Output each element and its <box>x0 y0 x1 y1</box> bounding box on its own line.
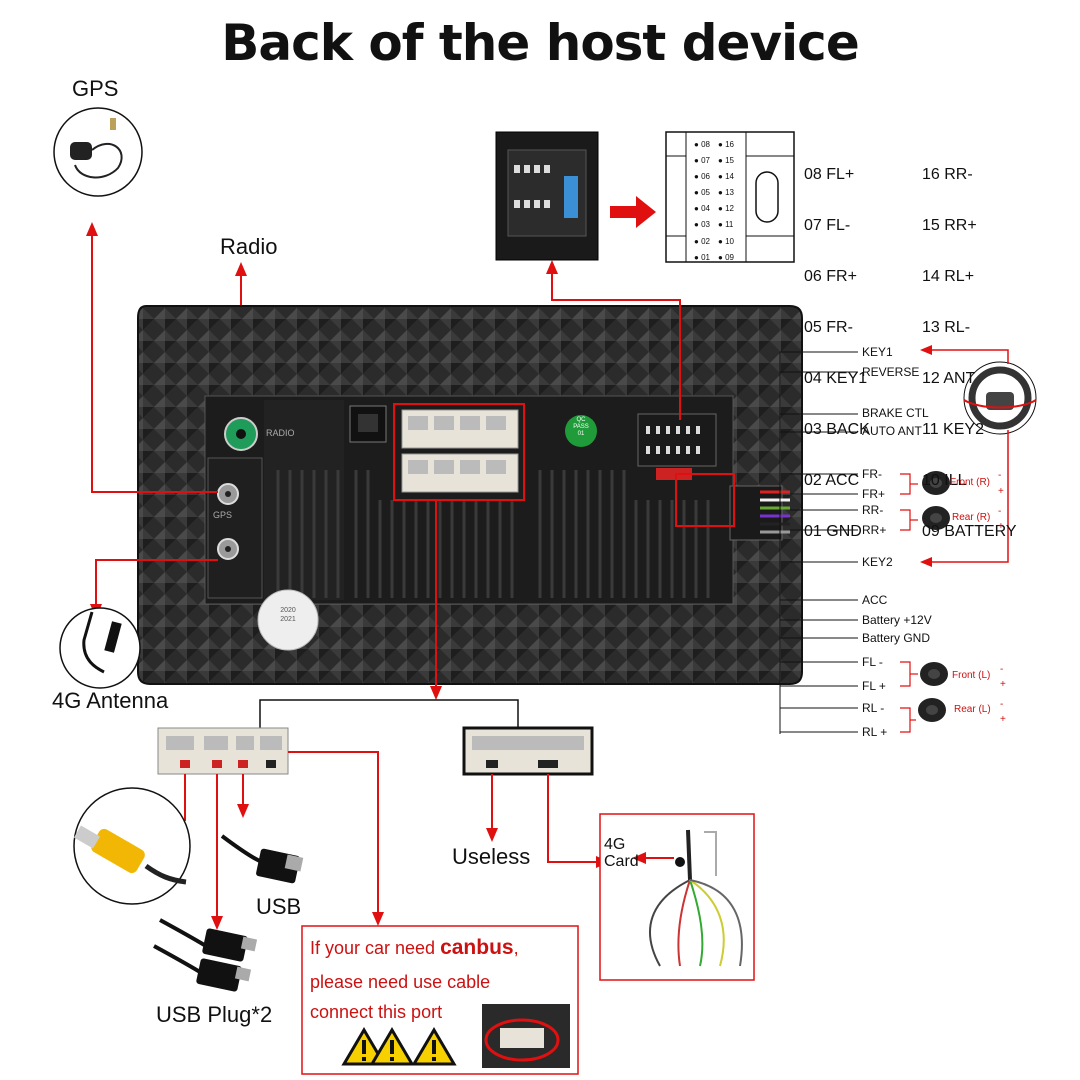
wire-rl-minus: RL - <box>862 701 885 715</box>
usb-plug-label: USB Plug*2 <box>156 1002 273 1027</box>
head-unit-chassis <box>137 305 803 685</box>
warning-icon-2 <box>369 1027 415 1066</box>
polarity-minus: - <box>998 506 1002 517</box>
wire-fl-plus: FL + <box>862 679 886 693</box>
canbus-note-box <box>301 925 579 1075</box>
pin-list-left: 08 FL+ 07 FL- 06 FR+ 05 FR- 04 KEY1 03 B… <box>804 132 870 557</box>
pin-item: 07 FL- <box>804 217 851 234</box>
wire-auto-ant: AUTO ANT <box>862 424 922 438</box>
canbus-note-line1: If your car need canbus, <box>310 936 519 959</box>
4g-antenna-illustration <box>59 607 141 689</box>
wire-brake-ctl: BRAKE CTL <box>862 406 929 420</box>
wire-battery-gnd: Battery GND <box>862 631 931 645</box>
radio-port-label: RADIO <box>266 428 295 438</box>
canbus-note-line3: connect this port <box>310 1002 443 1022</box>
pin-item: 03 BACK <box>804 421 870 438</box>
usb-plug-illustration <box>153 918 258 992</box>
wire-key1: KEY1 <box>862 345 893 359</box>
speaker-rear-r-label: Rear (R) <box>952 512 991 523</box>
canbus-note-line2: please need use cable <box>310 972 491 992</box>
wire-acc: ACC <box>862 593 888 607</box>
warning-icon-1 <box>341 1027 387 1066</box>
wire-fl-minus: FL - <box>862 655 883 669</box>
speaker-rear-l <box>918 698 946 722</box>
polarity-minus: - <box>1000 664 1004 675</box>
polarity-plus: + <box>1000 679 1006 690</box>
wire-fr-plus: FR+ <box>862 487 886 501</box>
wire-rl-plus: RL + <box>862 725 888 739</box>
steering-wheel-illustration <box>963 361 1037 435</box>
gps-label: GPS <box>72 76 119 101</box>
speaker-rear-r <box>922 506 950 530</box>
wire-rr-plus: RR+ <box>862 523 887 537</box>
left-bottom-connector <box>157 727 289 775</box>
useless-label: Useless <box>452 844 531 869</box>
warning-icon-3 <box>411 1027 457 1066</box>
wire-fr-minus: FR- <box>862 467 882 481</box>
speaker-rear-l-label: Rear (L) <box>954 704 991 715</box>
pin-list-right: 16 RR- 15 RR+ 14 RL+ 13 RL- 12 ANT 11 KE… <box>922 132 1017 557</box>
pin-item: 10 ILL <box>922 472 967 489</box>
pin-item: 02 ACC <box>804 472 860 489</box>
polarity-plus: + <box>998 486 1004 497</box>
gps-port-label: GPS <box>213 510 233 520</box>
wire-key2: KEY2 <box>862 555 893 569</box>
usb-cable-illustration <box>220 834 304 884</box>
pin-item: 08 FL+ <box>804 166 855 183</box>
4g-card-cable-box <box>599 813 755 981</box>
4g-antenna-label: 4G Antenna <box>52 688 169 713</box>
gps-antenna-illustration <box>53 107 143 197</box>
radio-label: Radio <box>220 234 278 259</box>
pinout-diagram <box>665 131 795 263</box>
right-bottom-connector <box>462 726 594 776</box>
pinout-numbers-left: ● 08 ● 07 ● 06 ● 05 ● 04 ● 03 ● 02 ● 01 <box>694 140 710 262</box>
pin-item: 01 GND <box>804 523 862 540</box>
wire-reverse: REVERSE <box>862 365 920 379</box>
pin-item: 16 RR- <box>922 166 973 183</box>
4g-card-label: 4G Card <box>604 836 639 870</box>
pin-item: 15 RR+ <box>922 217 977 234</box>
polarity-minus: - <box>998 470 1002 481</box>
pin-item: 11 KEY2 <box>922 421 984 438</box>
speaker-front-l-label: Front (L) <box>952 670 991 681</box>
qc-sticker: QC PASS 01 <box>573 417 589 437</box>
polarity-plus: + <box>1000 714 1006 725</box>
wire-battery-12v: Battery +12V <box>862 613 932 627</box>
polarity-plus: + <box>998 521 1004 532</box>
pin-item: 05 FR- <box>804 319 853 336</box>
harness-wire-lines <box>779 351 858 734</box>
speaker-front-l <box>920 662 948 686</box>
page-title: Back of the host device <box>221 14 859 72</box>
wire-rr-minus: RR- <box>862 503 884 517</box>
polarity-minus: - <box>1000 699 1004 710</box>
usb-label: USB <box>256 894 302 919</box>
pin-item: 14 RL+ <box>922 268 975 285</box>
pin-item: 09 BATTERY <box>922 523 1017 540</box>
speaker-front-r-label: Front (R) <box>950 477 990 488</box>
pin-item: 04 KEY1 <box>804 370 868 387</box>
speaker-front-r <box>922 471 950 495</box>
pinout-numbers-right: ● 16 ● 15 ● 14 ● 13 ● 12 ● 11 ● 10 ● 09 <box>718 140 734 262</box>
date-sticker: 2020 2021 <box>280 607 296 623</box>
pin-item: 12 ANT <box>922 370 976 387</box>
connector-photo <box>495 131 599 261</box>
pin-item: 06 FR+ <box>804 268 857 285</box>
pin-item: 13 RL- <box>922 319 971 336</box>
big-right-arrow <box>610 196 656 228</box>
canbus-keyword: canbus <box>440 936 514 959</box>
rca-cable-illustration <box>73 787 191 905</box>
canbus-port-photo <box>482 1004 570 1068</box>
